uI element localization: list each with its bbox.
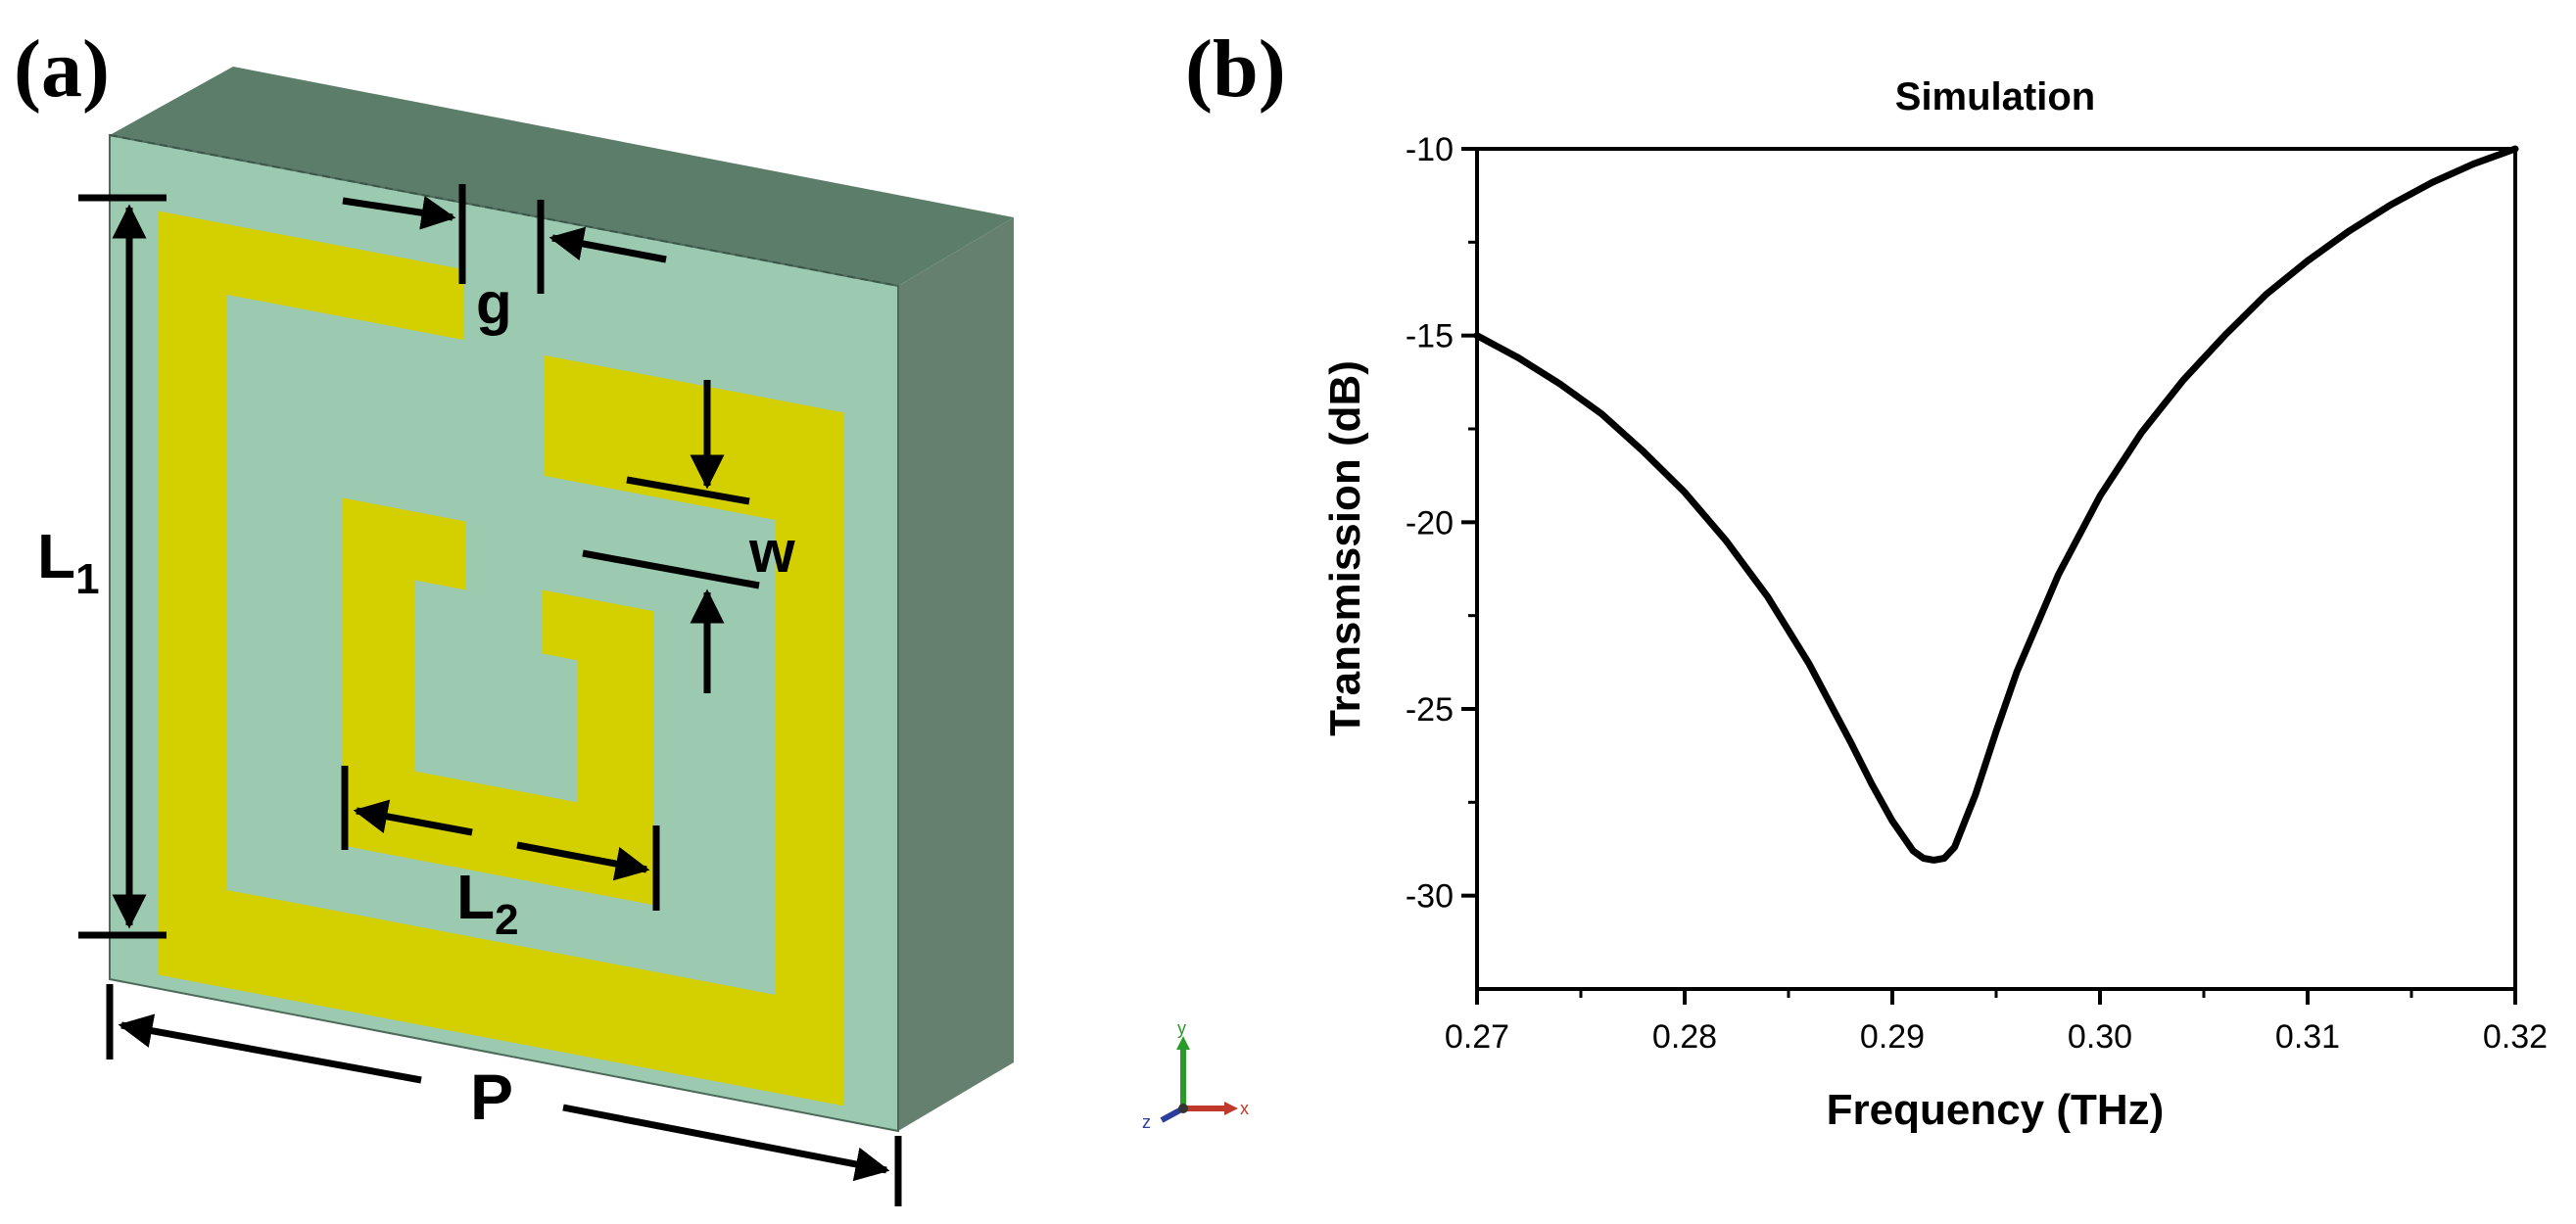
x-tick-label: 0.31 [2275, 1018, 2340, 1056]
y-tick-label: -25 [1406, 691, 1454, 729]
panel-label-a: (a) [14, 24, 110, 115]
triad-label-z: z [1142, 1112, 1151, 1132]
substrate-top-face [110, 67, 1014, 286]
x-axis: 0.27 0.28 0.29 0.30 0.31 0.32 [1445, 989, 2548, 1056]
gap-dimension [342, 184, 667, 294]
triad-label-y: y [1177, 1018, 1186, 1038]
triad-label-x: x [1240, 1099, 1249, 1118]
dimension-label-g: g [476, 270, 512, 336]
p-dimension [106, 984, 902, 1206]
dimension-label-w: w [748, 519, 795, 585]
x-tick-label: 0.30 [2068, 1018, 2132, 1056]
unit-cell-illustration: g w L1 L2 [37, 67, 1014, 1206]
dimension-label-l1: L1 [37, 521, 100, 603]
x-tick-label: 0.28 [1652, 1018, 1717, 1056]
width-dimension [582, 380, 760, 693]
y-tick-label: -30 [1406, 878, 1454, 916]
panel-label-b: (b) [1185, 24, 1286, 115]
series-line-transmission [1473, 145, 2519, 864]
dimension-label-l2: L2 [456, 862, 519, 944]
outer-split-ring [159, 211, 844, 1106]
axes-triad-icon: y x z [1142, 1018, 1249, 1132]
l1-dimension [78, 194, 167, 939]
y-axis-label: Transmission (dB) [1321, 360, 1369, 736]
chart-title: Simulation [1895, 75, 2095, 118]
y-tick-label: -10 [1406, 131, 1454, 168]
y-axis: -10 -15 -20 -25 -30 [1406, 131, 1477, 916]
x-tick-label: 0.32 [2483, 1018, 2548, 1056]
dimension-label-p: P [470, 1060, 513, 1133]
x-tick-label: 0.27 [1445, 1018, 1509, 1056]
plot-frame [1475, 147, 2517, 991]
x-axis-label: Frequency (THz) [1827, 1086, 2165, 1134]
y-tick-label: -20 [1406, 504, 1454, 541]
l2-dimension [341, 766, 660, 911]
inner-split-ring [343, 497, 654, 906]
substrate-side-face [898, 217, 1014, 1131]
y-tick-label: -15 [1406, 318, 1454, 355]
x-tick-label: 0.29 [1860, 1018, 1925, 1056]
